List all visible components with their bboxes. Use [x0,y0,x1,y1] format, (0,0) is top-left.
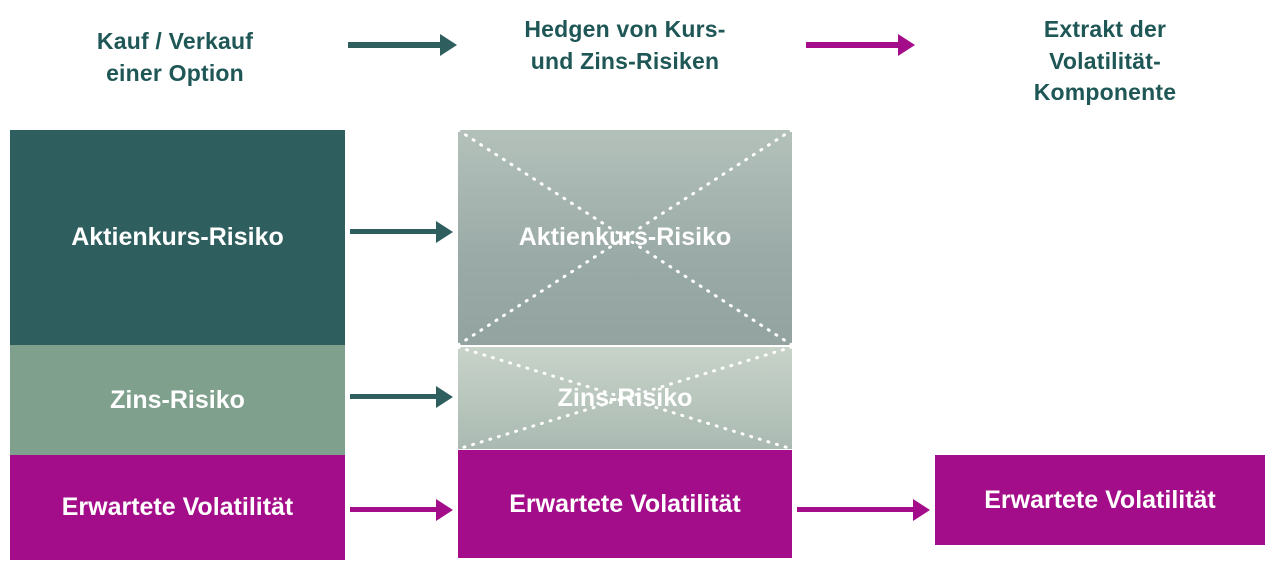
block-left-erwartete-volatilitaet: Erwartete Volatilität [10,455,345,560]
block-right-erwartete-volatilitaet: Erwartete Volatilität [935,455,1265,545]
block-label: Zins-Risiko [557,383,693,412]
block-middle-erwartete-volatilitaet: Erwartete Volatilität [458,450,792,558]
block-label: Aktienkurs-Risiko [71,223,284,251]
block-label: Aktienkurs-Risiko [518,223,732,251]
block-label: Erwartete Volatilität [61,493,294,521]
dotted-cross-icon [458,130,792,345]
arrow-step1-to-step2 [348,42,440,48]
block-label: Zins-Risiko [110,385,245,414]
block-label: Erwartete Volatilität [984,485,1216,514]
block-left-aktienkurs-risiko: Aktienkurs-Risiko [10,130,345,345]
header-step3: Extrakt der Volatilität- Komponente [1033,16,1177,106]
arrow-volatilitaet-carry [350,507,436,512]
arrow-volatilitaet-extract [797,507,913,512]
header-step1: Kauf / Verkauf einer Option [96,28,254,86]
arrow-zins-hedge [350,394,436,399]
header-step2: Hedgen von Kurs- und Zins-Risiken [524,16,726,74]
arrow-step2-to-step3 [806,42,898,48]
block-label: Erwartete Volatilität [509,489,741,518]
block-middle-aktienkurs-risiko-hedged: Aktienkurs-Risiko [458,130,792,345]
block-middle-zins-risiko-hedged: Zins-Risiko [458,347,792,449]
arrow-aktienkurs-hedge [350,229,436,234]
block-left-zins-risiko: Zins-Risiko [10,345,345,455]
